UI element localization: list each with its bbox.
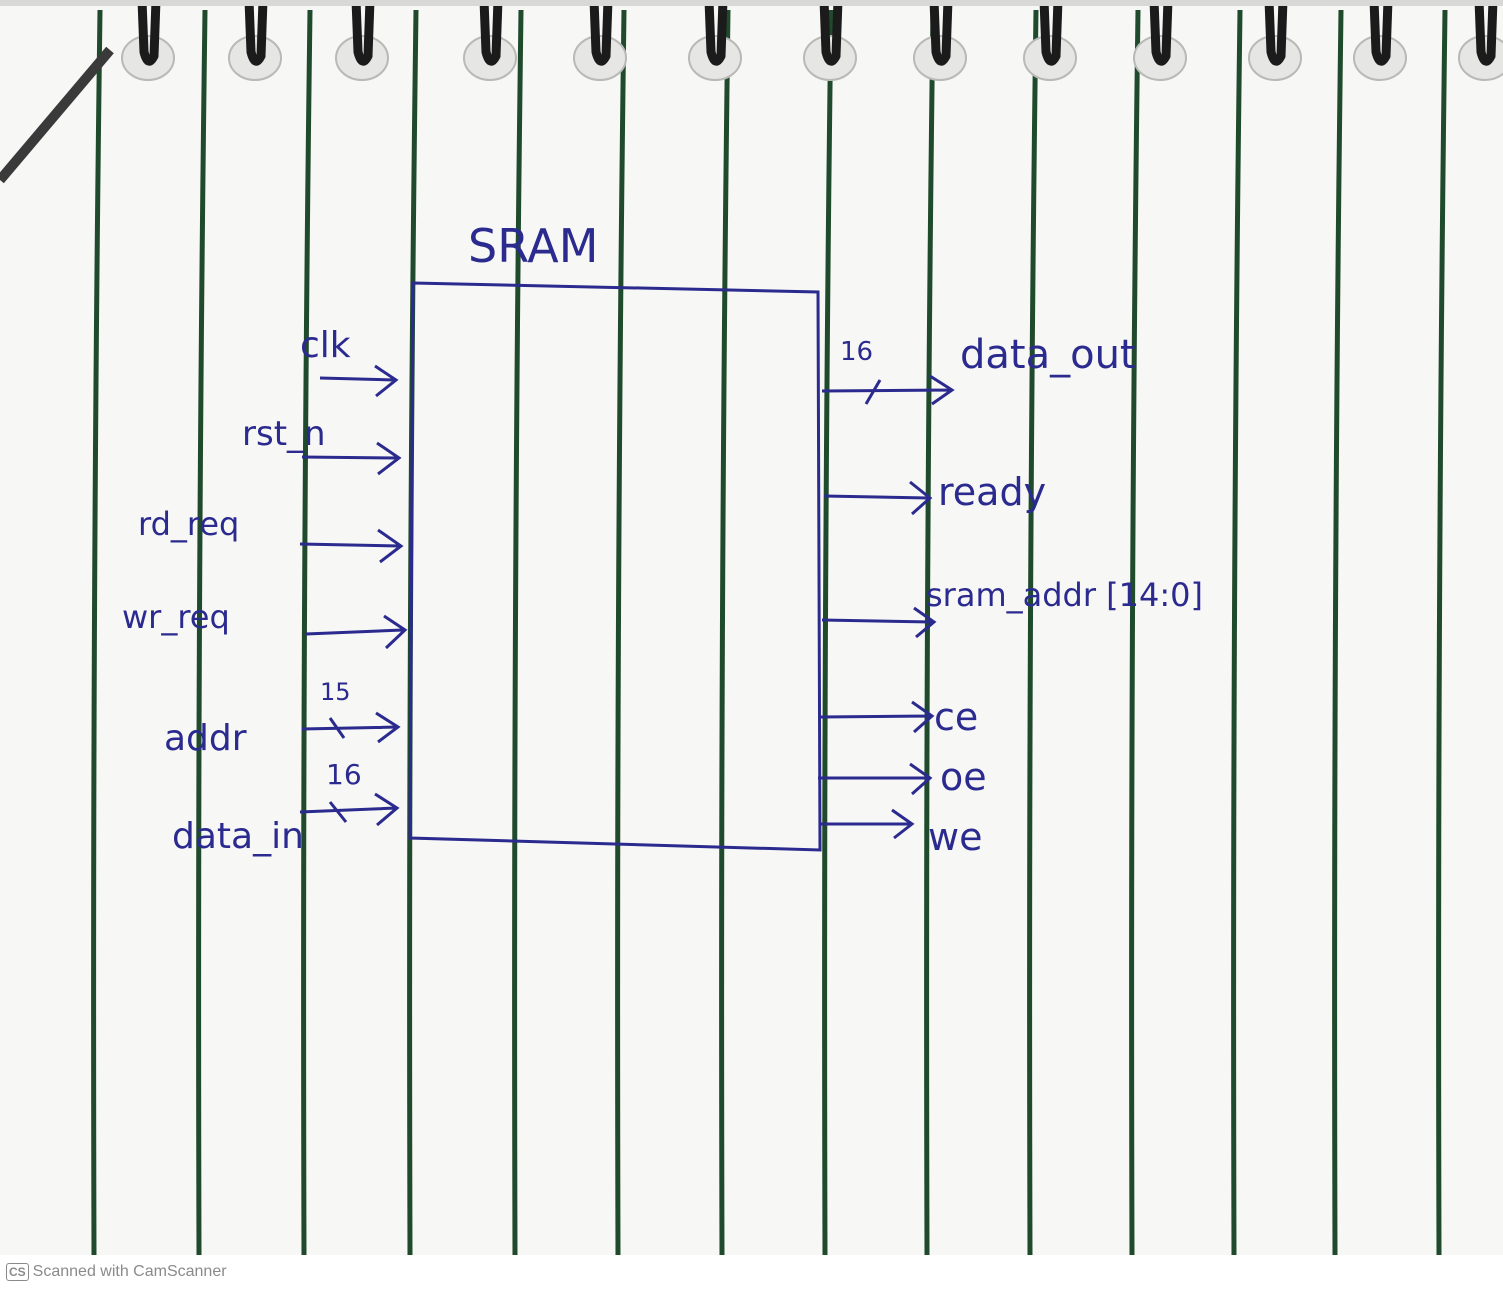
- spiral-ring: [688, 0, 742, 81]
- ce-arrow: [819, 700, 935, 734]
- rule-line: [1129, 9, 1141, 1256]
- spiral-ring: [335, 0, 389, 81]
- spiral-ring: [1353, 0, 1407, 81]
- data-out-bus-width: 16: [840, 337, 873, 367]
- spiral-ring: [803, 0, 857, 81]
- rule-line: [512, 9, 524, 1256]
- rule-line: [1436, 9, 1448, 1256]
- rd-req-arrow: [299, 528, 404, 564]
- addr-arrow: [301, 711, 401, 744]
- watermark-text: Scanned with CamScanner: [32, 1263, 227, 1280]
- data-out-arrow: [821, 374, 955, 406]
- scanner-watermark: CS Scanned with CamScanner: [6, 1263, 227, 1281]
- top-edge: [0, 0, 1503, 6]
- output-label-ready: ready: [938, 470, 1046, 514]
- ready-arrow: [823, 480, 933, 516]
- input-label-addr: addr: [164, 718, 247, 759]
- spiral-ring: [1023, 0, 1077, 81]
- rule-line: [91, 9, 103, 1256]
- paper-background: [0, 0, 1503, 1255]
- output-arrows: [818, 374, 955, 840]
- rule-line: [1027, 9, 1039, 1256]
- data-in-bus-slash: [328, 801, 348, 823]
- rule-line: [301, 9, 313, 1256]
- output-label-ce: ce: [934, 695, 978, 739]
- rule-line: [1231, 9, 1243, 1256]
- wr-req-arrow: [305, 614, 408, 650]
- spiral-ring: [1458, 0, 1503, 81]
- spiral-ring: [573, 0, 627, 81]
- spiral-ring: [913, 0, 967, 81]
- oe-arrow: [818, 762, 933, 796]
- we-arrow: [820, 808, 915, 840]
- sram-block: [408, 281, 822, 852]
- pen-shadow: [0, 46, 114, 184]
- spiral-binding: [0, 0, 1503, 184]
- data-out-bus-slash: [864, 379, 882, 405]
- spiral-ring: [121, 0, 175, 81]
- rule-line: [196, 9, 208, 1256]
- output-label-sram-addr: sram_addr [14:0]: [926, 576, 1203, 614]
- diagram-title: SRAM: [468, 219, 598, 273]
- input-label-rd-req: rd_req: [138, 505, 239, 543]
- rule-line: [615, 9, 627, 1256]
- notebook-rules: [91, 9, 1448, 1256]
- data-in-bus-width: 16: [326, 758, 362, 791]
- input-label-wr-req: wr_req: [122, 598, 230, 636]
- spiral-ring: [463, 0, 517, 81]
- spiral-ring: [1248, 0, 1302, 81]
- output-label-data-out: data_out: [960, 332, 1136, 378]
- input-label-rst-n: rst_n: [242, 414, 326, 454]
- output-label-oe: oe: [940, 755, 987, 799]
- input-label-data-in: data_in: [172, 816, 304, 857]
- spiral-ring: [228, 0, 282, 81]
- rst-n-arrow: [301, 441, 402, 476]
- rule-line: [719, 9, 731, 1256]
- output-label-we: we: [928, 815, 982, 859]
- clk-arrow: [319, 364, 399, 398]
- input-arrows: [299, 364, 408, 827]
- input-label-clk: clk: [300, 325, 351, 366]
- spiral-ring: [1133, 0, 1187, 81]
- camscanner-logo: CS: [6, 1263, 29, 1281]
- scan-margin: [0, 1255, 1503, 1295]
- rule-line: [822, 9, 834, 1256]
- addr-bus-slash: [328, 717, 346, 739]
- rule-line: [1332, 9, 1344, 1256]
- data-in-arrow: [299, 792, 400, 827]
- sram-addr-arrow: [821, 606, 937, 639]
- addr-bus-width: 15: [320, 678, 351, 706]
